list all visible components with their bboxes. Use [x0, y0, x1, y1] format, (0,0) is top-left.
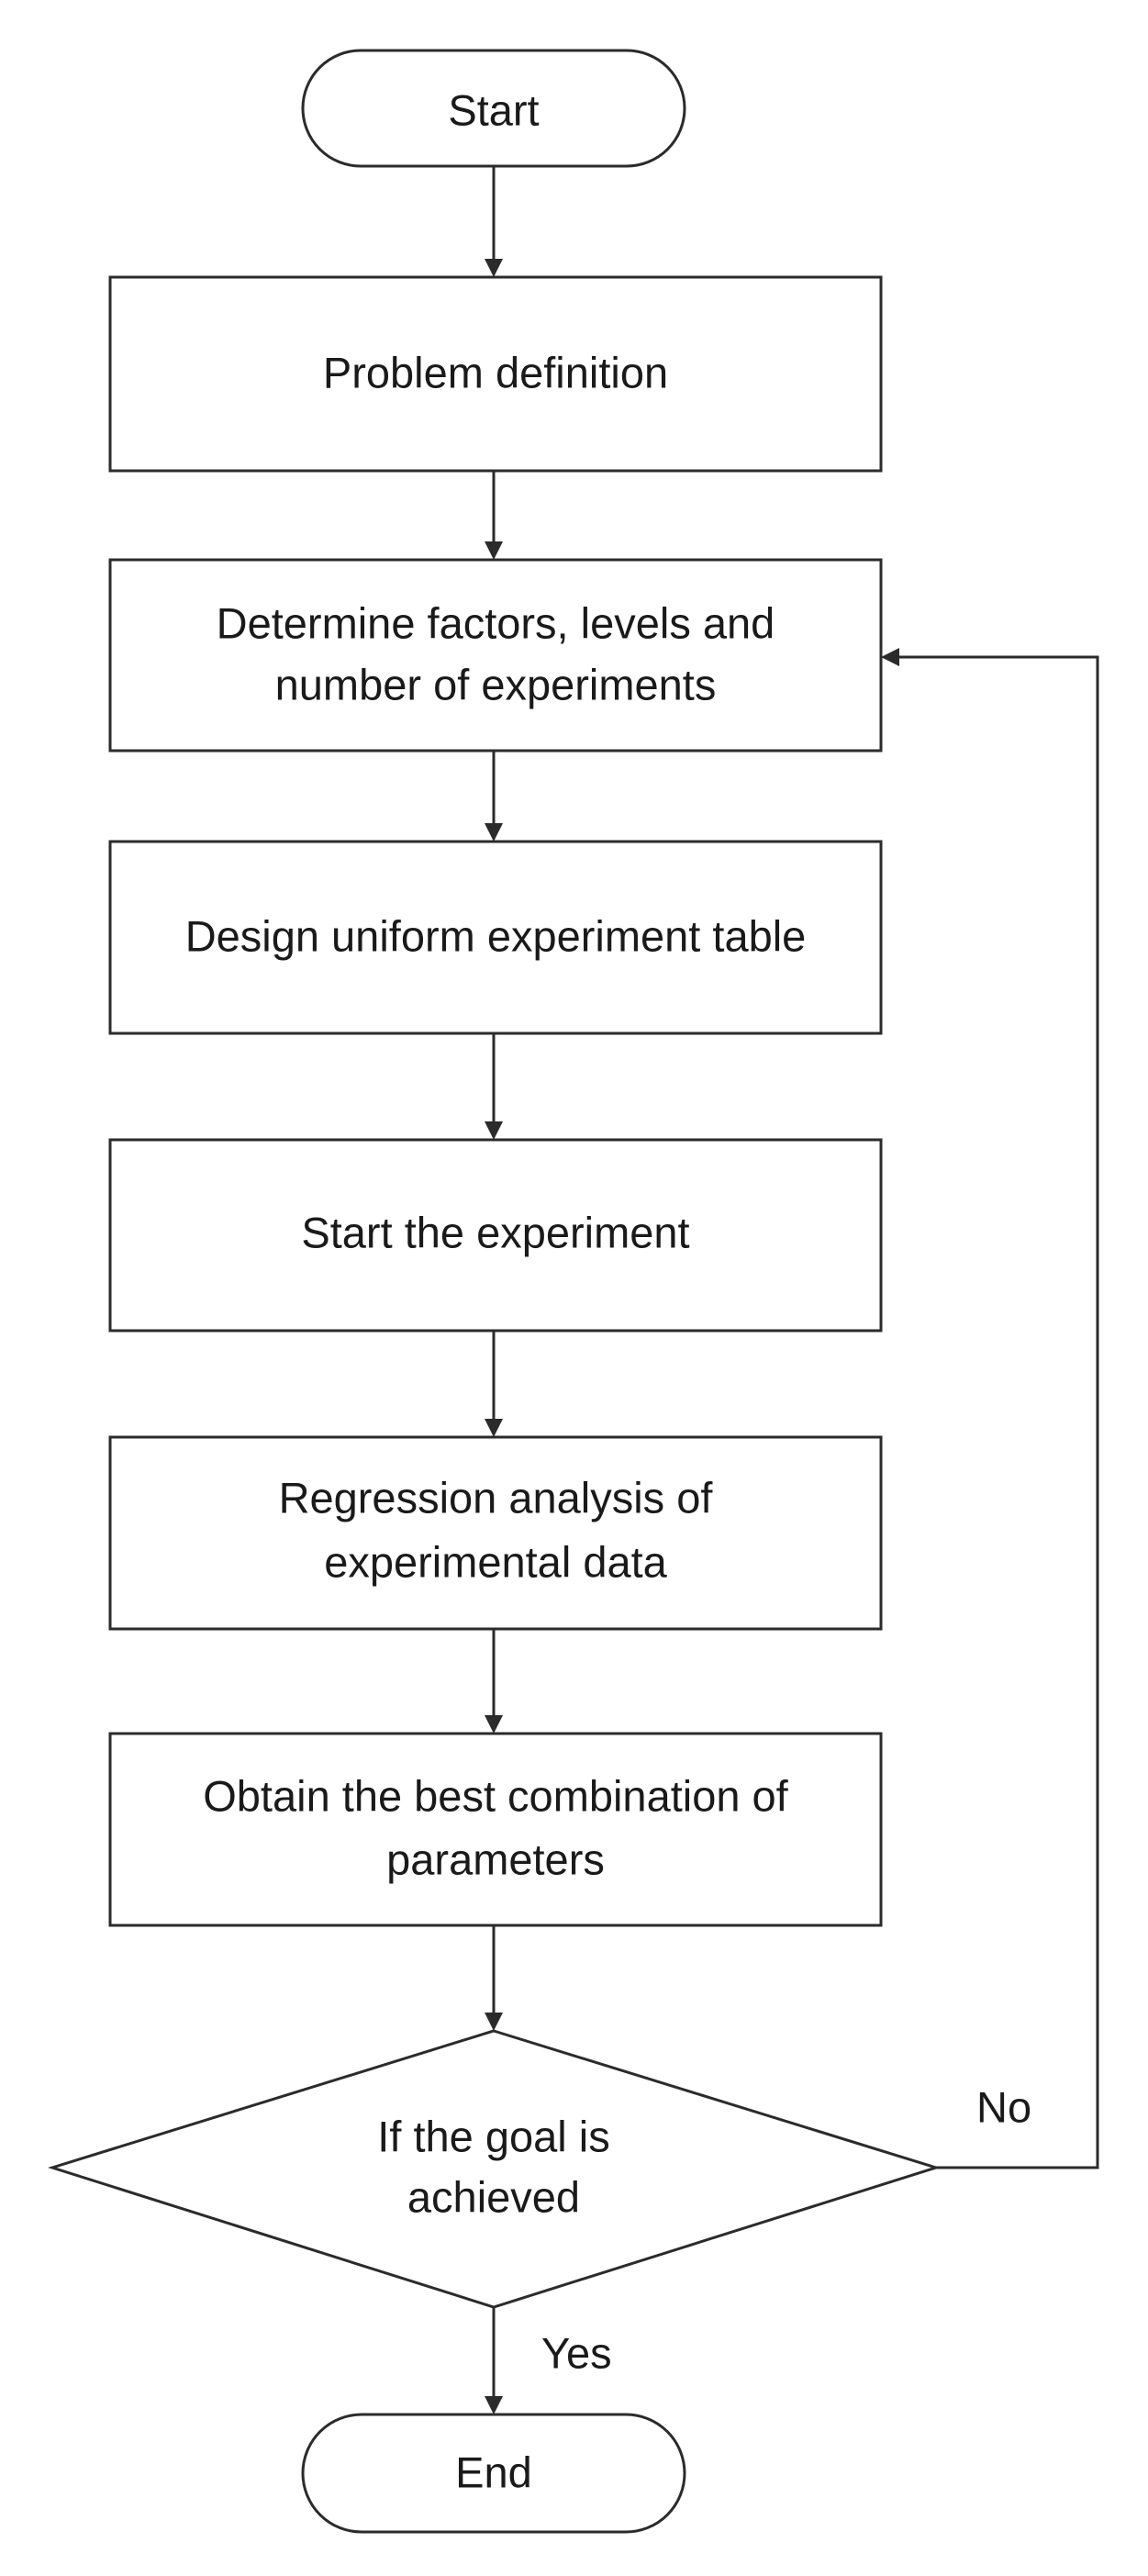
- connector-decision-no-loop: [881, 648, 1099, 2169]
- regression-analysis-label-line2: experimental data: [324, 1537, 667, 1586]
- no-edge-label: No: [976, 2082, 1031, 2131]
- goal-decision-label-line1: If the goal is: [377, 2112, 609, 2160]
- best-combination-box: Obtain the best combination of parameter…: [108, 1732, 883, 1927]
- determine-factors-label-line2: number of experiments: [275, 660, 717, 708]
- problem-definition-label: Problem definition: [323, 348, 668, 396]
- goal-decision-label-line2: achieved: [407, 2172, 580, 2221]
- start-terminator: Start: [301, 49, 686, 168]
- connector-decision-yes-to-end: [485, 2307, 503, 2414]
- regression-analysis-label-line1: Regression analysis of: [279, 1473, 714, 1522]
- problem-definition-box: Problem definition: [108, 275, 883, 473]
- connector-combination-to-decision: [485, 1925, 503, 2031]
- connector-experiment-to-regression: [485, 1331, 503, 1437]
- design-table-box: Design uniform experiment table: [108, 840, 883, 1035]
- regression-analysis-box: Regression analysis of experimental data: [108, 1435, 883, 1631]
- end-terminator: End: [301, 2413, 686, 2534]
- determine-factors-box: Determine factors, levels and number of …: [108, 558, 883, 753]
- connector-design-to-experiment: [485, 1033, 503, 1140]
- start-experiment-box: Start the experiment: [108, 1138, 883, 1333]
- design-table-label: Design uniform experiment table: [185, 911, 807, 960]
- connector-problem-to-factors: [485, 471, 503, 560]
- yes-edge-label: Yes: [541, 2328, 612, 2377]
- goal-decision-diamond: If the goal is achieved: [47, 2029, 942, 2309]
- end-label: End: [455, 2448, 532, 2496]
- start-experiment-label: Start the experiment: [301, 1208, 689, 1256]
- start-label: Start: [448, 85, 539, 134]
- connector-factors-to-design: [485, 751, 503, 842]
- best-combination-label-line1: Obtain the best combination of: [203, 1771, 788, 1820]
- connector-regression-to-combination: [485, 1629, 503, 1734]
- best-combination-label-line2: parameters: [386, 1834, 605, 1883]
- determine-factors-label-line1: Determine factors, levels and: [217, 598, 775, 647]
- connector-start-to-problem: [485, 166, 503, 277]
